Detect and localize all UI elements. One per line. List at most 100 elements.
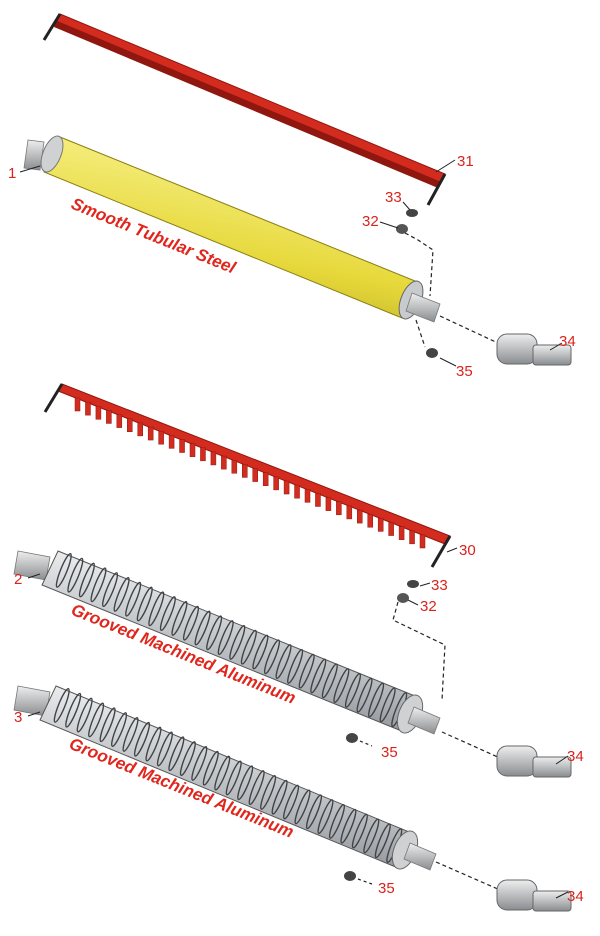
roller-groove <box>76 697 93 733</box>
coupler-34-middle <box>496 745 572 778</box>
callout-33-middle: 33 <box>431 577 448 594</box>
scraper-tooth <box>231 460 238 474</box>
callout-34-lower: 34 <box>567 888 584 905</box>
scraper-tooth <box>179 439 185 453</box>
scraper-teeth <box>74 397 426 549</box>
callout-35-middle: 35 <box>381 744 398 761</box>
scraper-tooth <box>336 501 342 516</box>
callout-35-upper: 35 <box>456 363 473 380</box>
roller-groove <box>248 770 265 806</box>
roller-groove <box>328 803 346 839</box>
scraper-tooth <box>210 451 217 466</box>
roller-2-grooved-aluminum <box>13 550 441 735</box>
scraper-tooth <box>252 468 258 482</box>
roller-groove <box>202 750 219 786</box>
roller-groove <box>101 572 119 608</box>
roller-groove <box>182 605 200 641</box>
roller-groove <box>351 813 368 849</box>
roller-groove <box>78 562 95 598</box>
roller-3-grooved-aluminum <box>13 685 437 871</box>
callout-2: 2 <box>14 571 22 588</box>
roller-groove <box>217 620 234 656</box>
roller-groove <box>229 624 246 660</box>
roller-groove <box>110 712 128 748</box>
scraper-tooth <box>409 530 415 545</box>
scraper-tooth <box>221 455 227 470</box>
roller-groove <box>55 552 72 588</box>
roller-groove <box>356 677 373 713</box>
roller-groove <box>65 692 82 728</box>
roller-groove <box>159 596 176 632</box>
callout-34-upper: 34 <box>559 333 576 350</box>
roller-groove <box>225 760 242 796</box>
scraper-tooth <box>388 522 394 536</box>
scraper-tooth <box>95 406 102 420</box>
scraper-tooth <box>357 509 363 524</box>
coupler-34-upper <box>496 333 572 366</box>
roller-groove <box>344 672 362 708</box>
scraper-tooth <box>283 480 290 495</box>
roller-groove <box>374 823 391 859</box>
roller-groove <box>294 789 311 825</box>
roller-groove <box>368 682 385 718</box>
roller-groove <box>88 702 105 738</box>
roller-groove <box>156 731 174 767</box>
bearing-hardware-lower <box>344 861 501 891</box>
callout-35-lower: 35 <box>378 880 395 897</box>
roller-groove <box>214 755 231 791</box>
roller-groove <box>145 726 162 762</box>
roller-groove <box>260 774 277 810</box>
roller-groove <box>191 745 208 781</box>
roller-groove <box>305 794 323 830</box>
roller-groove <box>122 716 139 752</box>
scraper-tooth <box>398 526 405 540</box>
scraper-tooth <box>127 418 133 433</box>
roller-groove <box>171 600 188 636</box>
roller-groove <box>179 741 196 777</box>
scraper-tooth <box>189 443 196 457</box>
bearing-hardware-upper <box>396 209 501 358</box>
roller-groove <box>252 634 269 670</box>
scraper-tooth <box>304 489 311 503</box>
roller-groove <box>240 629 257 665</box>
roller-groove <box>271 779 288 815</box>
roller-groove <box>263 639 281 675</box>
scraper-tooth <box>419 534 426 549</box>
callout-32-middle: 32 <box>420 598 437 615</box>
scraper-tooth <box>74 397 81 412</box>
roller-groove <box>333 668 350 704</box>
scraper-tooth <box>377 518 384 532</box>
roller-groove <box>148 591 165 627</box>
roller-groove <box>206 615 223 651</box>
scraper-tooth <box>346 505 353 520</box>
roller-groove <box>67 557 84 593</box>
scraper-tooth <box>294 484 300 499</box>
roller-groove <box>125 581 142 617</box>
roller-groove <box>237 765 254 801</box>
roller-3-grooves <box>53 687 403 864</box>
callout-3: 3 <box>14 709 22 726</box>
roller-groove <box>379 687 396 723</box>
roller-groove <box>363 818 380 854</box>
roller-groove <box>287 648 304 684</box>
scraper-tooth <box>315 493 321 507</box>
scraper-tooth <box>168 435 175 449</box>
roller-groove <box>275 644 292 680</box>
scraper-tooth <box>137 422 143 437</box>
scraper-tooth <box>242 464 248 478</box>
roller-groove <box>194 610 211 646</box>
roller-groove <box>168 736 185 772</box>
callout-32-upper: 32 <box>362 213 379 230</box>
roller-groove <box>310 658 327 694</box>
roller-groove <box>321 663 338 699</box>
bearing-hardware-middle <box>346 580 501 759</box>
roller-groove <box>99 707 116 743</box>
scraper-tooth <box>200 447 206 462</box>
scraper-tooth <box>367 513 373 528</box>
scraper-tooth <box>106 410 112 424</box>
roller-groove <box>282 784 300 820</box>
roller-groove <box>90 567 107 603</box>
roller-groove <box>133 721 151 757</box>
scraper-tooth <box>147 426 154 441</box>
